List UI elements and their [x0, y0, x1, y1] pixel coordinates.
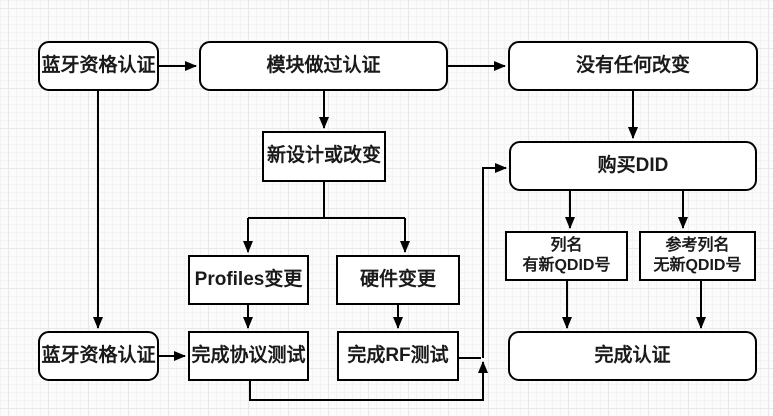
edge-protocol-to-junction — [249, 361, 488, 401]
node-label: 完成RF测试 — [347, 344, 449, 366]
node-hardware-change[interactable]: 硬件变更 — [336, 255, 460, 305]
node-no-change[interactable]: 没有任何改变 — [508, 41, 758, 91]
node-complete-protocol-test[interactable]: 完成协议测试 — [188, 331, 309, 381]
node-label: 硬件变更 — [359, 268, 436, 290]
node-label: 蓝牙资格认证 — [41, 54, 156, 76]
node-label: 蓝牙资格认证 — [41, 344, 156, 366]
node-profiles-change[interactable]: Profiles变更 — [188, 255, 309, 305]
edge-junction-to-buydid — [482, 163, 507, 358]
node-label: 没有任何改变 — [575, 54, 690, 76]
node-complete-rf-test[interactable]: 完成RF测试 — [337, 331, 459, 381]
node-reference-no-qdid[interactable]: 参考列名 无新QDID号 — [639, 231, 756, 281]
node-label: 新设计或改变 — [266, 145, 381, 167]
node-new-design-or-change[interactable]: 新设计或改变 — [262, 131, 386, 182]
node-bt-qualification-top[interactable]: 蓝牙资格认证 — [38, 41, 159, 91]
node-label-line1: 参考列名 — [665, 237, 730, 255]
node-label: 完成协议测试 — [191, 344, 306, 366]
node-label: Profiles变更 — [194, 268, 303, 290]
node-label-line2: 无新QDID号 — [653, 257, 742, 274]
node-complete-certification[interactable]: 完成认证 — [508, 331, 757, 381]
node-bt-qualification-bottom[interactable]: 蓝牙资格认证 — [38, 331, 159, 381]
node-label-line1: 列名 — [550, 237, 583, 255]
node-listed-new-qdid[interactable]: 列名 有新QDID号 — [505, 231, 628, 281]
node-label: 模块做过认证 — [266, 54, 381, 76]
node-label: 完成认证 — [594, 344, 671, 366]
node-module-certified[interactable]: 模块做过认证 — [199, 41, 448, 91]
node-label-line2: 有新QDID号 — [522, 257, 611, 274]
edge-newdesign-split — [248, 182, 405, 219]
node-label: 购买DID — [597, 154, 669, 176]
node-buy-did[interactable]: 购买DID — [509, 141, 757, 191]
